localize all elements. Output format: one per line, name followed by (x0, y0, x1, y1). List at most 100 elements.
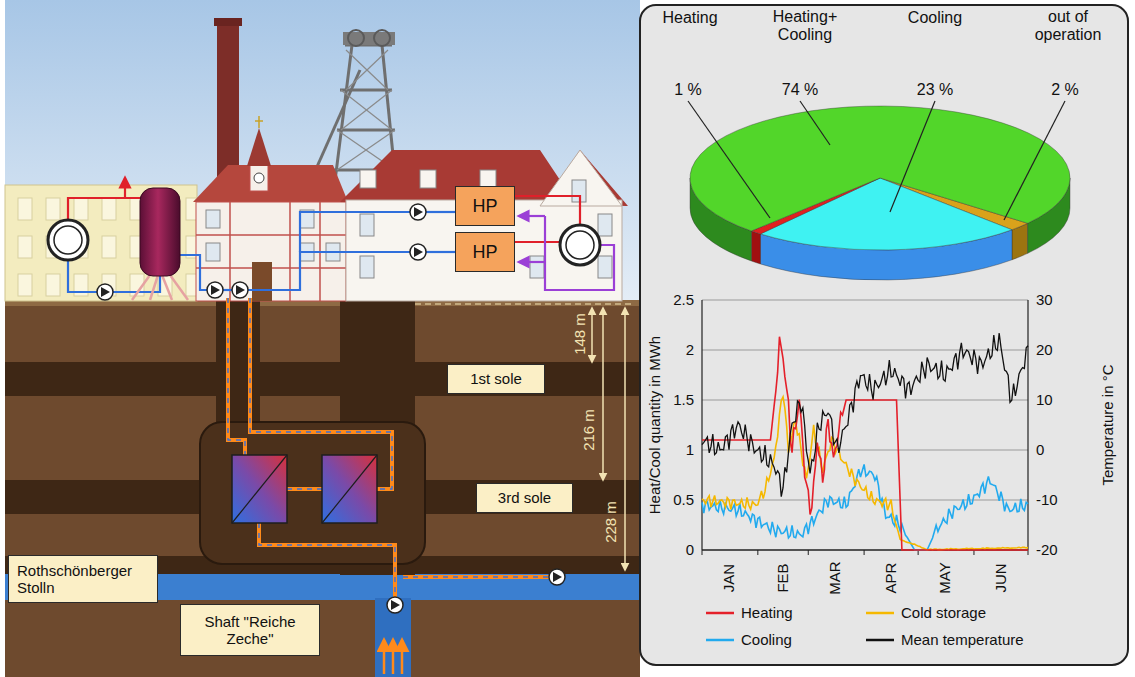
pie-category: Cooling (908, 9, 962, 27)
headframe-beam (337, 129, 395, 132)
source-pipe (519, 261, 545, 263)
box-text: HP (472, 196, 497, 217)
window (598, 256, 612, 278)
pump-arrow (414, 207, 423, 217)
pump-symbol (207, 282, 223, 298)
illustration (5, 0, 1128, 677)
temperature-series (702, 333, 1028, 497)
tank-leg (150, 275, 158, 300)
pump-symbol (97, 284, 113, 300)
window (360, 256, 374, 278)
legend-line-sample (865, 607, 895, 619)
adit-label-box: Rothschönberger Stolln (8, 555, 158, 603)
heat-exchanger-plate (232, 455, 287, 523)
return-pipe (426, 211, 455, 213)
spire-cross (255, 120, 263, 122)
pipe-line (287, 487, 322, 491)
source-pipe (519, 215, 545, 217)
sheave-wheel (374, 30, 390, 46)
window (18, 274, 32, 296)
depth-dimension (602, 308, 604, 480)
pump-symbol (549, 569, 565, 585)
headframe-bracing (337, 50, 395, 170)
surface-line (415, 303, 632, 304)
axis-tick-mark (864, 550, 865, 555)
return-pipe (426, 251, 455, 253)
box-text: 3rd sole (498, 489, 551, 506)
clock-tower (250, 165, 268, 191)
ground (5, 300, 640, 677)
shaft-water (375, 598, 411, 677)
pie-chart (690, 106, 1070, 280)
axis-title: Temperature in °C (1099, 364, 1116, 485)
axis-tick-label: 2.5 (673, 291, 694, 308)
leader-line (1004, 101, 1065, 220)
legend-line-sample (705, 634, 735, 646)
grid-line (702, 500, 1028, 501)
pie-category: Heating (662, 9, 717, 27)
headframe-brace (341, 90, 392, 130)
legend-text: Cold storage (901, 604, 986, 621)
legend-text: Cooling (741, 631, 792, 648)
axis-tick-label: -10 (1036, 491, 1058, 508)
consumer-ring (48, 220, 88, 260)
dormer-window (360, 170, 376, 188)
tank-leg (132, 275, 150, 300)
headframe-brace (346, 50, 388, 90)
pipe-dash (259, 523, 395, 597)
tank-leg (170, 275, 188, 300)
box-text: HP (472, 242, 497, 263)
pump-arrow (553, 572, 562, 582)
spire-cross (258, 116, 260, 128)
pump-casing (387, 597, 403, 613)
legend-line (706, 611, 734, 614)
pump-arrow (414, 247, 423, 257)
month-label: JUN (992, 563, 1009, 592)
headframe-brace (341, 90, 392, 130)
tank-stand (132, 275, 188, 300)
supply-pipe (124, 178, 126, 198)
brine-pipe (228, 298, 245, 455)
roof (193, 165, 348, 202)
depth-label: 216 m (580, 409, 597, 451)
tank-leg (162, 275, 172, 300)
heat-pump-box: HP (455, 232, 515, 272)
depth-dimension (624, 308, 626, 570)
sky (5, 0, 640, 302)
line-chart (702, 300, 1028, 555)
pie-percentage: 23 % (917, 81, 953, 99)
pump-arrow (211, 285, 220, 295)
water-inflow-arrow (383, 640, 386, 674)
axis-tick-label: 10 (1036, 391, 1053, 408)
heating-cooling-slice (690, 106, 1070, 231)
pie-category: Heating+ Cooling (764, 8, 846, 45)
month-label: MAY (937, 562, 954, 593)
depth-dimension (591, 308, 593, 362)
month-label: FEB (774, 563, 791, 592)
left-building (5, 185, 197, 301)
window (18, 236, 32, 258)
supply-pipe (68, 190, 150, 220)
supply-pipe (515, 241, 560, 243)
window (18, 198, 32, 220)
pie-percentage: 74 % (782, 81, 818, 99)
grid-line (702, 450, 1028, 451)
legend-entry: Heating (705, 604, 793, 621)
y-axis (701, 300, 702, 550)
box-text: Shaft "Reiche Zeche" (189, 613, 311, 648)
return-pipe (248, 252, 410, 290)
pipe-line (228, 298, 245, 455)
timber-beam (289, 202, 291, 301)
legend-text: Mean temperature (901, 631, 1024, 648)
window (102, 236, 116, 258)
axis-tick-mark (757, 550, 758, 555)
dormer-window (420, 170, 436, 188)
pump-symbol (232, 282, 248, 298)
window (206, 243, 220, 261)
source-pipe (544, 216, 546, 262)
pipe-shaft (216, 300, 260, 440)
axis-tick-label: 0.5 (673, 491, 694, 508)
heating-series (702, 337, 1028, 550)
pipe-dash (228, 298, 245, 455)
